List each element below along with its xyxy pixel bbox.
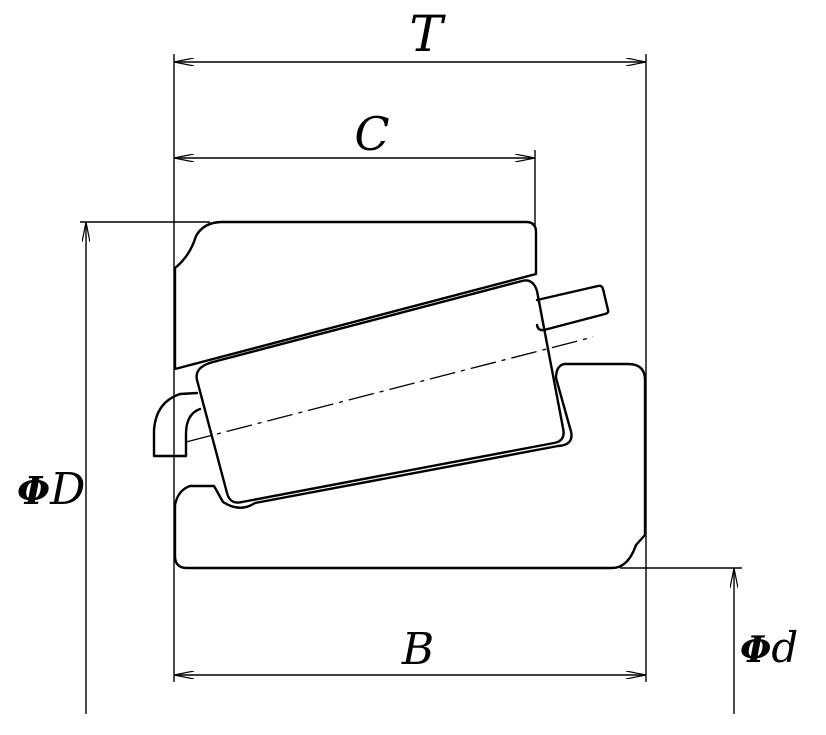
- inner-ring-cone: [173, 362, 647, 570]
- label-outer-diameter: ΦD: [17, 464, 85, 515]
- cage-small-end: [152, 391, 202, 458]
- label-c: C: [354, 107, 389, 161]
- label-bore-diameter-var: d: [771, 623, 798, 672]
- bearing-section: [152, 220, 647, 570]
- roller-center-line: [185, 336, 594, 443]
- label-t: T: [409, 5, 446, 63]
- label-outer-diameter-phi: Φ: [17, 468, 50, 513]
- outer-ring-cup: [173, 220, 538, 371]
- dimension-lines: [86, 62, 734, 714]
- label-outer-diameter-var: D: [49, 464, 85, 515]
- tapered-roller: [195, 279, 565, 504]
- label-bore-diameter: Φd: [740, 623, 798, 672]
- label-bore-diameter-phi: Φ: [740, 629, 771, 671]
- cage-large-end: [535, 284, 610, 332]
- label-b: B: [401, 624, 434, 675]
